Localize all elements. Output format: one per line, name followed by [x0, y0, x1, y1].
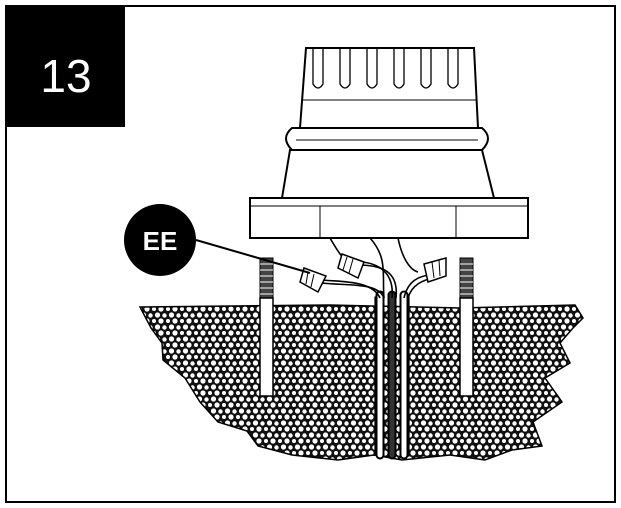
- fixture-base-plate: [249, 197, 529, 239]
- anchor-bolt-right: [459, 257, 474, 397]
- wire-nut-left: [299, 267, 328, 294]
- fixture-column: [280, 47, 496, 199]
- supply-wires: [374, 290, 410, 460]
- callout-leader-line: [195, 239, 311, 274]
- wire-nut-right: [423, 257, 447, 283]
- step-badge: [6, 6, 125, 127]
- anchor-bolt-left: [259, 257, 274, 397]
- column-flutes: [312, 48, 459, 89]
- callout-label: EE: [143, 226, 178, 256]
- wire-nut-center: [337, 253, 365, 280]
- step-number: 13: [40, 50, 91, 102]
- callout-bubble: [124, 204, 196, 276]
